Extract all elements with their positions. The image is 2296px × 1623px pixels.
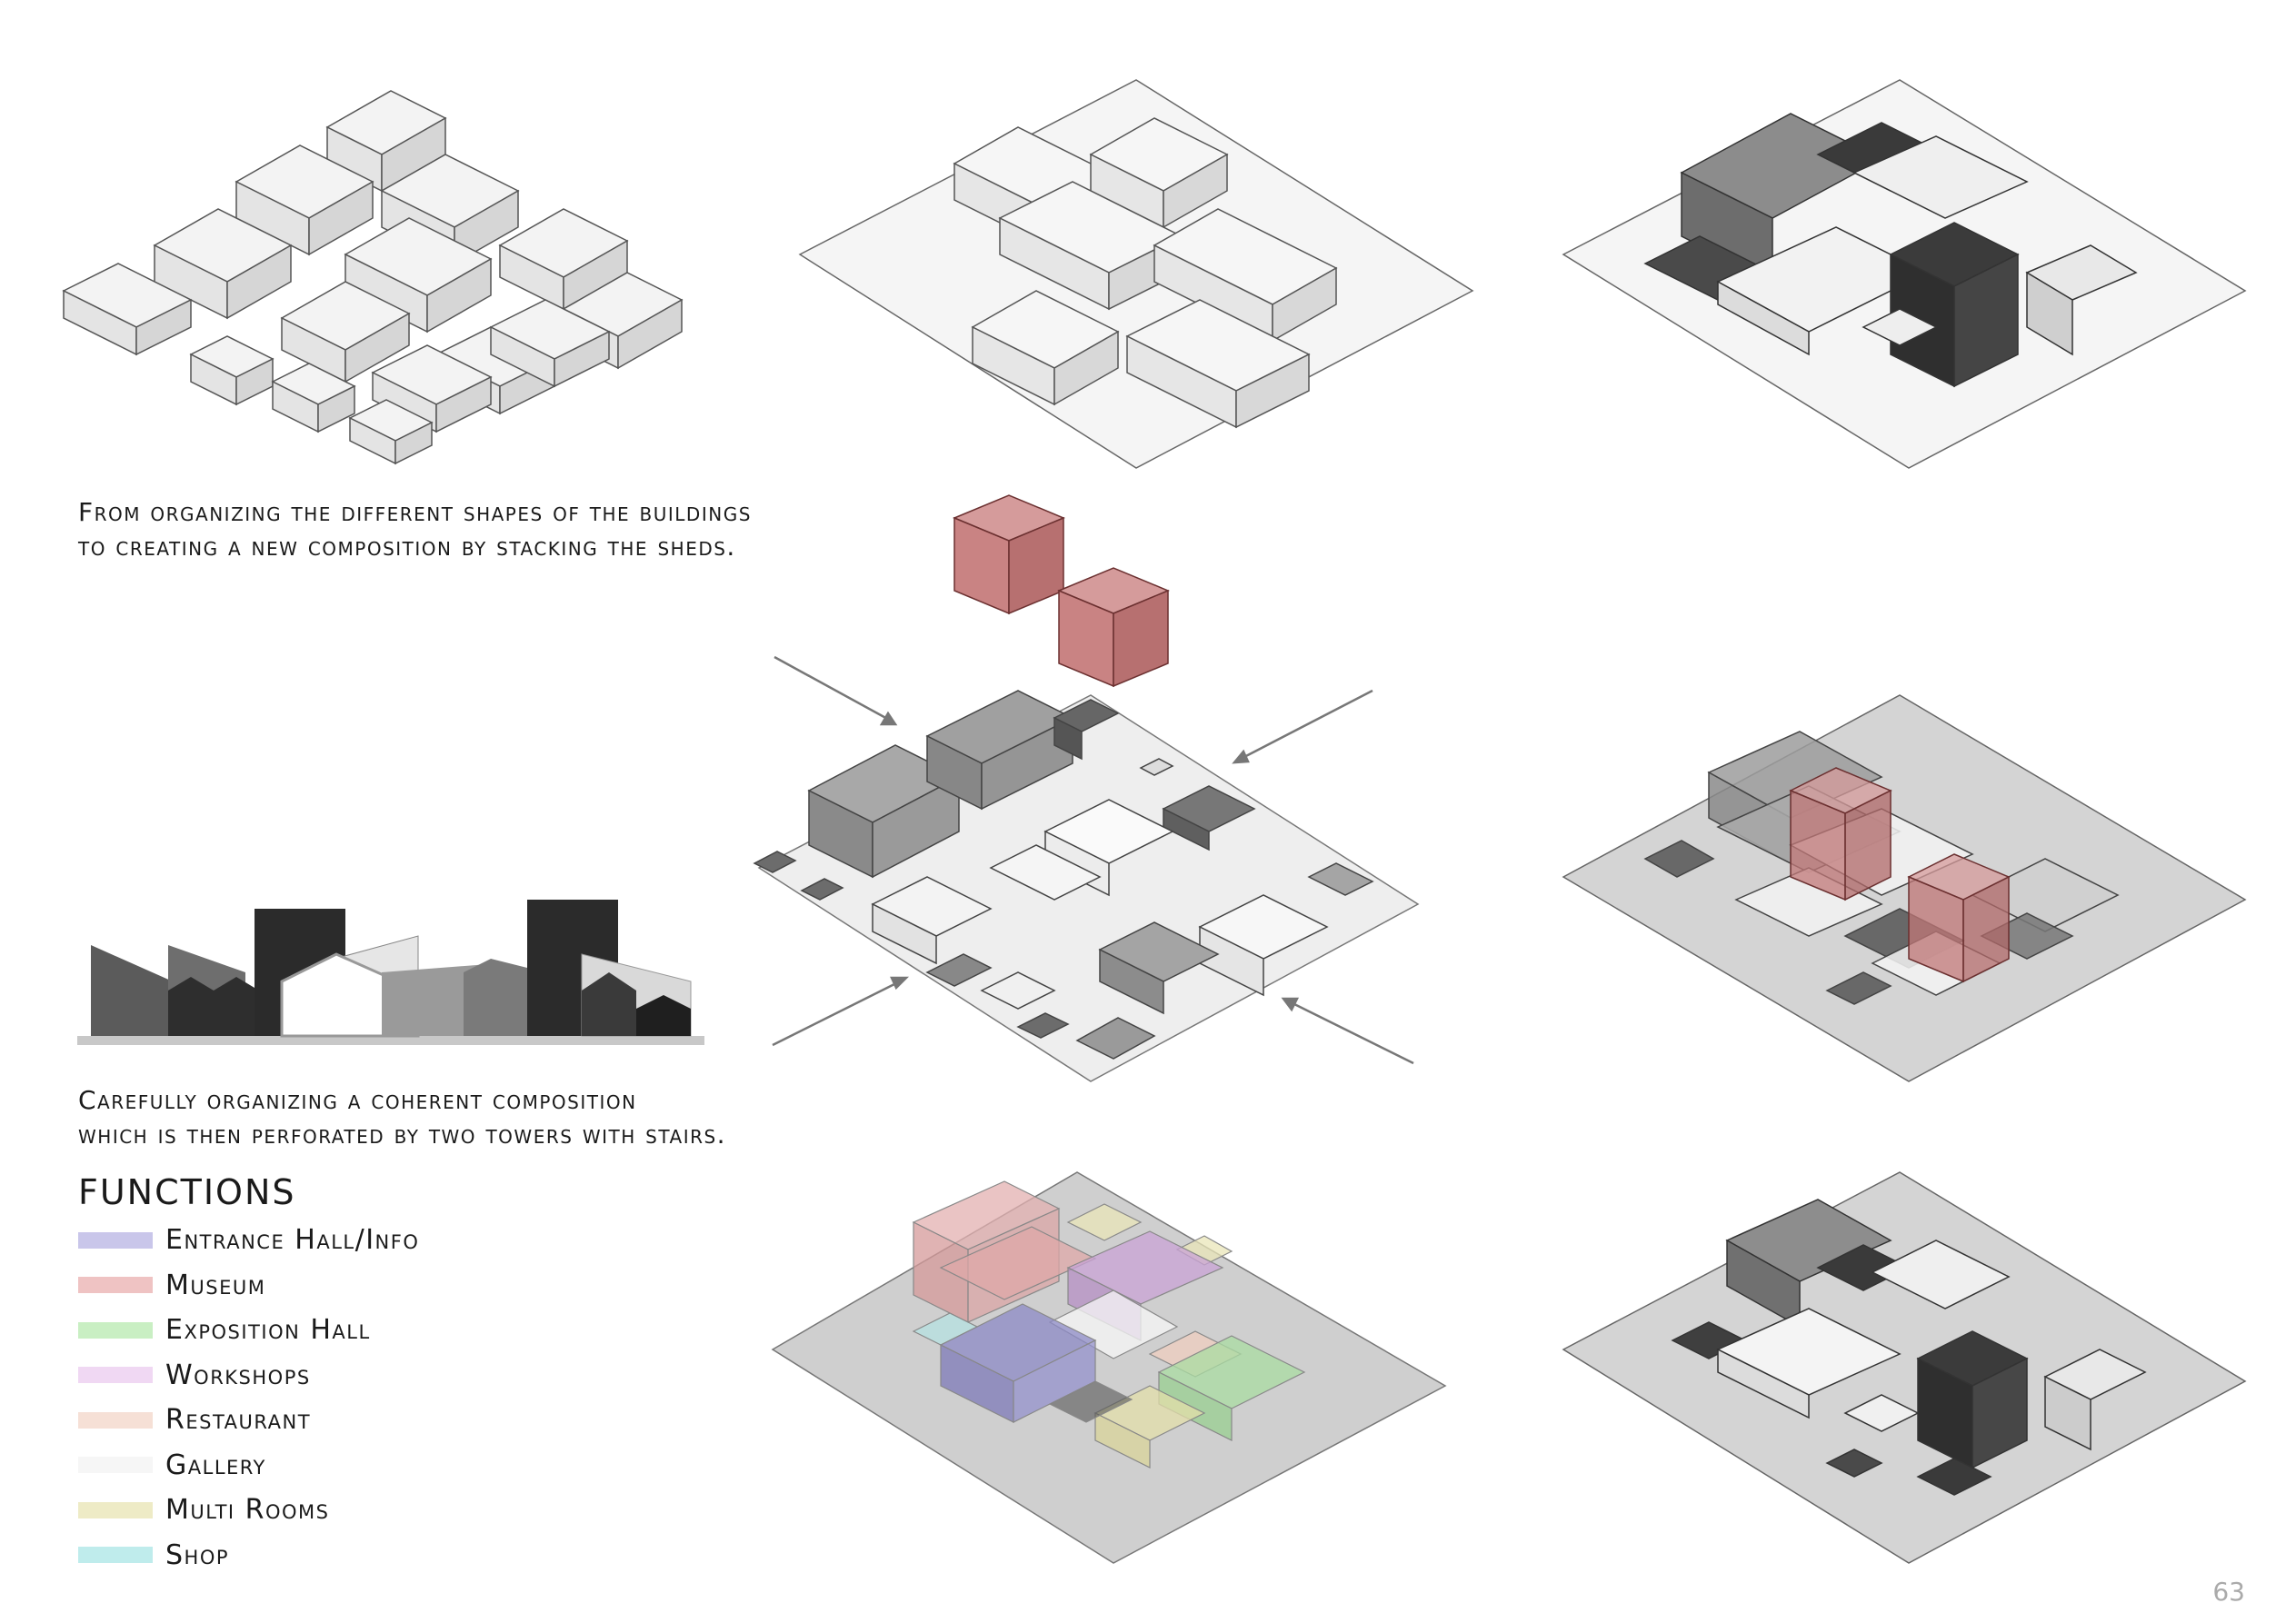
shed — [971, 290, 1120, 406]
legend-item-restaurant: Restaurant — [78, 1398, 419, 1443]
multi-rooms-volume — [1094, 1412, 1151, 1469]
workshops-volume — [1048, 1380, 1133, 1423]
legend-swatch — [78, 1411, 153, 1429]
shed — [62, 263, 193, 356]
elevation-diagram — [77, 900, 704, 1045]
legend-swatch — [78, 1501, 153, 1518]
shed — [1153, 208, 1338, 343]
legend-label: Shop — [165, 1538, 230, 1571]
shed — [489, 299, 611, 388]
shed — [348, 399, 434, 465]
legend-title: FUNCTIONS — [78, 1172, 296, 1212]
legend-label: Gallery — [165, 1449, 266, 1481]
ground-plane — [1562, 694, 2247, 1082]
legend-item-museum: Museum — [78, 1263, 419, 1309]
legend-swatch — [78, 1231, 153, 1249]
legend-swatch — [78, 1277, 153, 1294]
legend-swatch — [78, 1321, 153, 1339]
shed — [1089, 117, 1229, 229]
multi-rooms-volume — [1066, 1203, 1143, 1241]
caption-line: Carefully organizing a coherent composit… — [78, 1085, 637, 1115]
arrow — [772, 655, 1414, 1065]
legend-label: Museum — [165, 1269, 266, 1301]
shed — [1125, 299, 1311, 429]
exploded-axonometric-diagram — [753, 494, 1420, 1082]
shed — [280, 281, 411, 383]
caption-line: to creating a new composition by stackin… — [78, 532, 736, 562]
stacked-sheds-diagram — [798, 79, 1474, 469]
legend-item-gallery: Gallery — [78, 1443, 419, 1489]
legend-item-exposition-hall: Exposition Hall — [78, 1308, 419, 1353]
shed — [325, 90, 447, 193]
caption-line: which is then perforated by two towers w… — [78, 1120, 727, 1150]
original-sheds-diagram — [62, 90, 684, 465]
legend-label: Multi Rooms — [165, 1494, 330, 1527]
legend-item-entrance-hall: Entrance Hall/Info — [78, 1218, 419, 1263]
legend-item-shop: Shop — [78, 1533, 419, 1578]
legend-swatch — [78, 1547, 153, 1564]
composition-towers-diagram — [1562, 79, 2247, 469]
tower-1 — [953, 494, 1065, 615]
page-number: 63 — [2212, 1577, 2245, 1607]
caption-line: From organizing the different shapes of … — [78, 497, 752, 527]
legend-label: Exposition Hall — [165, 1314, 371, 1347]
ground-plane — [1562, 1171, 2247, 1564]
legend-label: Entrance Hall/Info — [165, 1224, 420, 1257]
legend-swatch — [78, 1457, 153, 1474]
legend-item-workshops: Workshops — [78, 1353, 419, 1399]
caption-coherent-composition: Carefully organizing a coherent composit… — [78, 1083, 726, 1152]
legend-label: Workshops — [165, 1359, 311, 1391]
ground-plane — [757, 694, 1420, 1082]
functions-legend: Entrance Hall/Info Museum Exposition Hal… — [78, 1218, 419, 1578]
shed — [153, 208, 293, 320]
legend-item-multi-rooms: Multi Rooms — [78, 1488, 419, 1533]
ground-line — [77, 1036, 704, 1045]
towers-in-composition-diagram — [1562, 694, 2247, 1082]
tower-2 — [1907, 853, 2011, 983]
legend-swatch — [78, 1367, 153, 1384]
shed — [235, 144, 374, 256]
shed — [189, 335, 275, 406]
tower-1 — [1789, 767, 1892, 901]
tower-2 — [1057, 567, 1170, 688]
legend-label: Restaurant — [165, 1404, 312, 1437]
caption-organizing-shapes: From organizing the different shapes of … — [78, 495, 752, 564]
functions-diagram — [771, 1171, 1447, 1564]
shed — [271, 363, 356, 433]
final-composition-diagram — [1562, 1171, 2247, 1564]
